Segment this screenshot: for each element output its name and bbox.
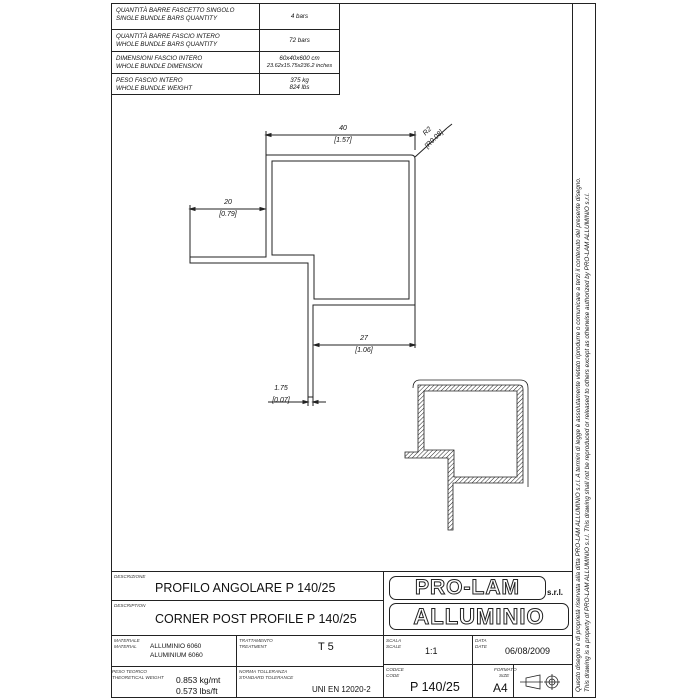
format-label-it: FORMATO: [494, 667, 517, 672]
code-value: P 140/25: [410, 680, 460, 694]
dim-leg-in: [1.06]: [355, 347, 373, 354]
profile-inner-outline: [271, 160, 410, 300]
tb-line: [111, 635, 572, 636]
dim-thickness-in: [0.07]: [272, 397, 290, 404]
row-value-imperial: 824 lbs: [289, 84, 310, 91]
row-value-imperial: 23.62x15.75x236.2 inches: [266, 62, 333, 69]
date-value: 06/08/2009: [505, 646, 551, 656]
row-label-it: QUANTITÀ BARRE FASCETTO SINGOLO: [116, 7, 235, 14]
row-label-it: PESO FASCIO INTERO: [116, 77, 183, 84]
format-value: A4: [493, 681, 508, 695]
projection-symbol-icon: [520, 674, 560, 690]
treatment-value: T 5: [318, 641, 334, 653]
tb-line: [383, 664, 572, 665]
frame-top: [338, 3, 596, 4]
tolerance-label-en: STANDARD TOLERANCE: [239, 675, 294, 680]
treatment-label-en: TREATMENT: [239, 644, 267, 649]
code-label-en: CODE: [386, 673, 400, 678]
material-label-it: MATERIALE: [114, 638, 140, 643]
material-label-en: MATERIAL: [114, 644, 137, 649]
company-logo-alluminio: ALLUMINIO: [389, 603, 569, 630]
weight-label-en: THEORETICAL WEIGHT: [112, 675, 164, 680]
tolerance-value: UNI EN 12020-2: [312, 685, 371, 694]
tb-vline: [383, 571, 384, 697]
material-en: ALUMINIUM 6060: [150, 652, 203, 659]
row-label-en: WHOLE BUNDLE DIMENSION: [116, 62, 203, 70]
row-label-en: WHOLE BUNDLE BARS QUANTITY: [116, 40, 218, 48]
tb-top: [111, 571, 572, 572]
row-label-en: WHOLE BUNDLE WEIGHT: [116, 84, 192, 92]
row-label-en: SINGLE BUNDLE BARS QUANTITY: [116, 14, 218, 22]
dim-arm-mm: 20: [224, 199, 232, 206]
notice-en: This drawing is a property of PRO-LAM AL…: [584, 192, 591, 692]
descrizione-value: PROFILO ANGOLARE P 140/25: [155, 581, 336, 595]
treatment-label-it: TRATTAMENTO: [239, 638, 273, 643]
tb-vline: [472, 635, 473, 697]
dim-thickness-mm: 1.75: [274, 385, 288, 392]
dim-arm-in: [0.79]: [219, 211, 237, 218]
weight-label-it: PESO TEORICO: [112, 669, 147, 674]
row-value: 60x40x600 cm: [279, 55, 320, 62]
profile-drawing: [188, 123, 529, 531]
dim-width-in: [1.57]: [334, 137, 352, 144]
description-label: DESCRIPTION: [114, 603, 146, 608]
frame-strip: [572, 3, 573, 697]
profile-outer-outline: [189, 154, 416, 398]
dim-width-mm: 40: [339, 125, 347, 132]
tb-vline: [513, 664, 514, 697]
dim-leg-mm: 27: [360, 335, 368, 342]
tolerance-label-it: NORMA TOLLERANZA: [239, 669, 288, 674]
row-label-it: QUANTITÀ BARRE FASCIO INTERO: [116, 33, 220, 40]
section-view: [404, 379, 529, 531]
tb-vline: [236, 635, 237, 697]
weight-metric: 0.853 kg/mt: [176, 675, 221, 685]
notice-it: Questo disegno è di proprietà riservata …: [575, 177, 582, 692]
scale-label-en: SCALE: [386, 644, 402, 649]
description-value: CORNER POST PROFILE P 140/25: [155, 612, 357, 626]
company-logo-pro-lam: PRO-LAM: [389, 576, 546, 600]
date-label-it: DATA: [475, 638, 487, 643]
frame-left: [111, 3, 112, 697]
material-it: ALLUMINIO 6060: [150, 643, 202, 650]
row-label-it: DIMENSIONI FASCIO INTERO: [116, 55, 203, 62]
logo-suffix: s.r.l.: [547, 588, 564, 597]
date-label-en: DATE: [475, 644, 487, 649]
frame-bottom: [111, 697, 596, 698]
scale-value: 1:1: [425, 646, 438, 656]
row-value: 72 bars: [289, 36, 310, 44]
row-value: 375 kg: [290, 76, 309, 84]
row-value: 4 bars: [290, 12, 309, 20]
weight-imperial: 0.573 lbs/ft: [176, 686, 218, 696]
tb-line: [111, 666, 383, 667]
tb-line: [111, 600, 383, 601]
scale-label-it: SCALA: [386, 638, 402, 643]
code-label-it: CODICE: [386, 667, 404, 672]
frame-right: [595, 3, 596, 697]
copyright-notice: Questo disegno è di proprietà riservata …: [572, 0, 595, 697]
format-label-en: SIZE: [499, 673, 510, 678]
descrizione-label: DESCRIZIONE: [114, 574, 146, 579]
